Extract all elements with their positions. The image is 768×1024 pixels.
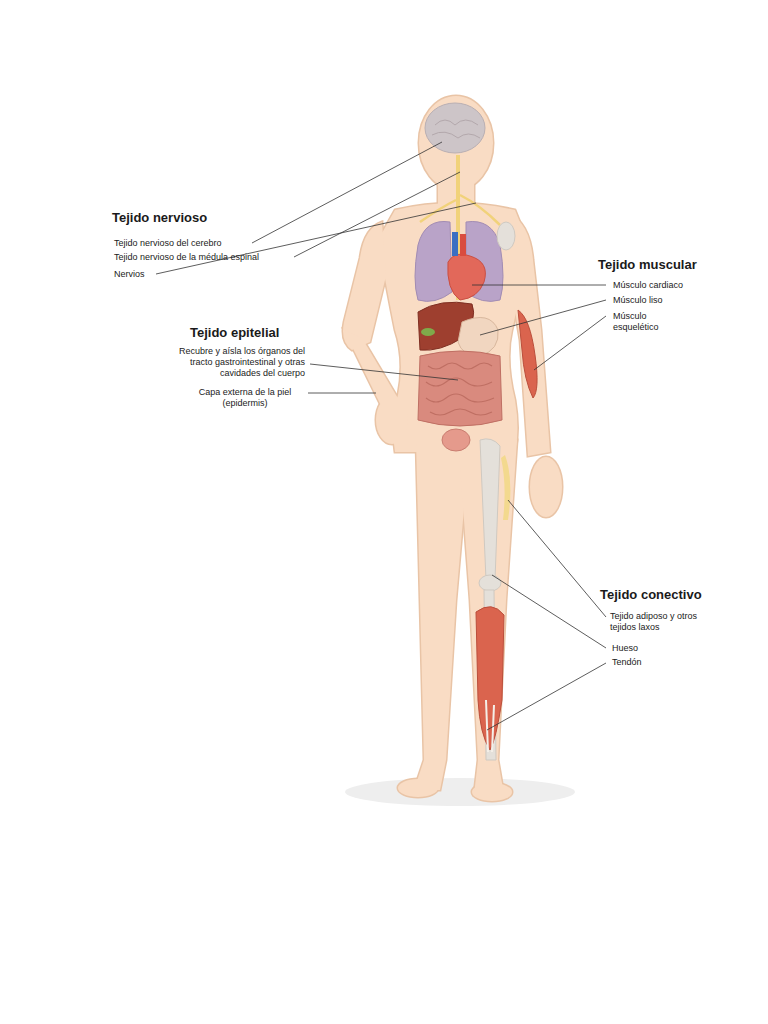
tissue-label: Tejido nervioso de la médula espinal	[114, 252, 294, 263]
body-skin	[343, 96, 562, 801]
tissue-label: Recubre y aísla los órganos del tracto g…	[170, 346, 305, 379]
tissue-label: Tendón	[612, 657, 692, 668]
organs	[415, 103, 537, 760]
leader-lines	[156, 142, 606, 730]
tissue-label: Tejido adiposo y otros tejidos laxos	[610, 611, 720, 633]
tissue-label: Tejido nervioso del cerebro	[114, 238, 254, 249]
tissue-label: Músculo cardiaco	[613, 280, 733, 291]
ground-shadow	[345, 778, 575, 806]
tissue-label: Hueso	[612, 643, 692, 654]
group-heading: Tejido muscular	[598, 257, 748, 272]
tissue-label: Capa externa de la piel (epidermis)	[185, 387, 305, 409]
tissue-label: Músculo esquelético	[613, 311, 675, 333]
body-outline	[343, 96, 562, 801]
group-heading: Tejido conectivo	[600, 587, 750, 602]
tissue-label: Músculo liso	[613, 295, 733, 306]
tissue-label: Nervios	[114, 269, 159, 280]
group-heading: Tejido epitelial	[190, 325, 340, 340]
group-heading: Tejido nervioso	[112, 210, 312, 225]
